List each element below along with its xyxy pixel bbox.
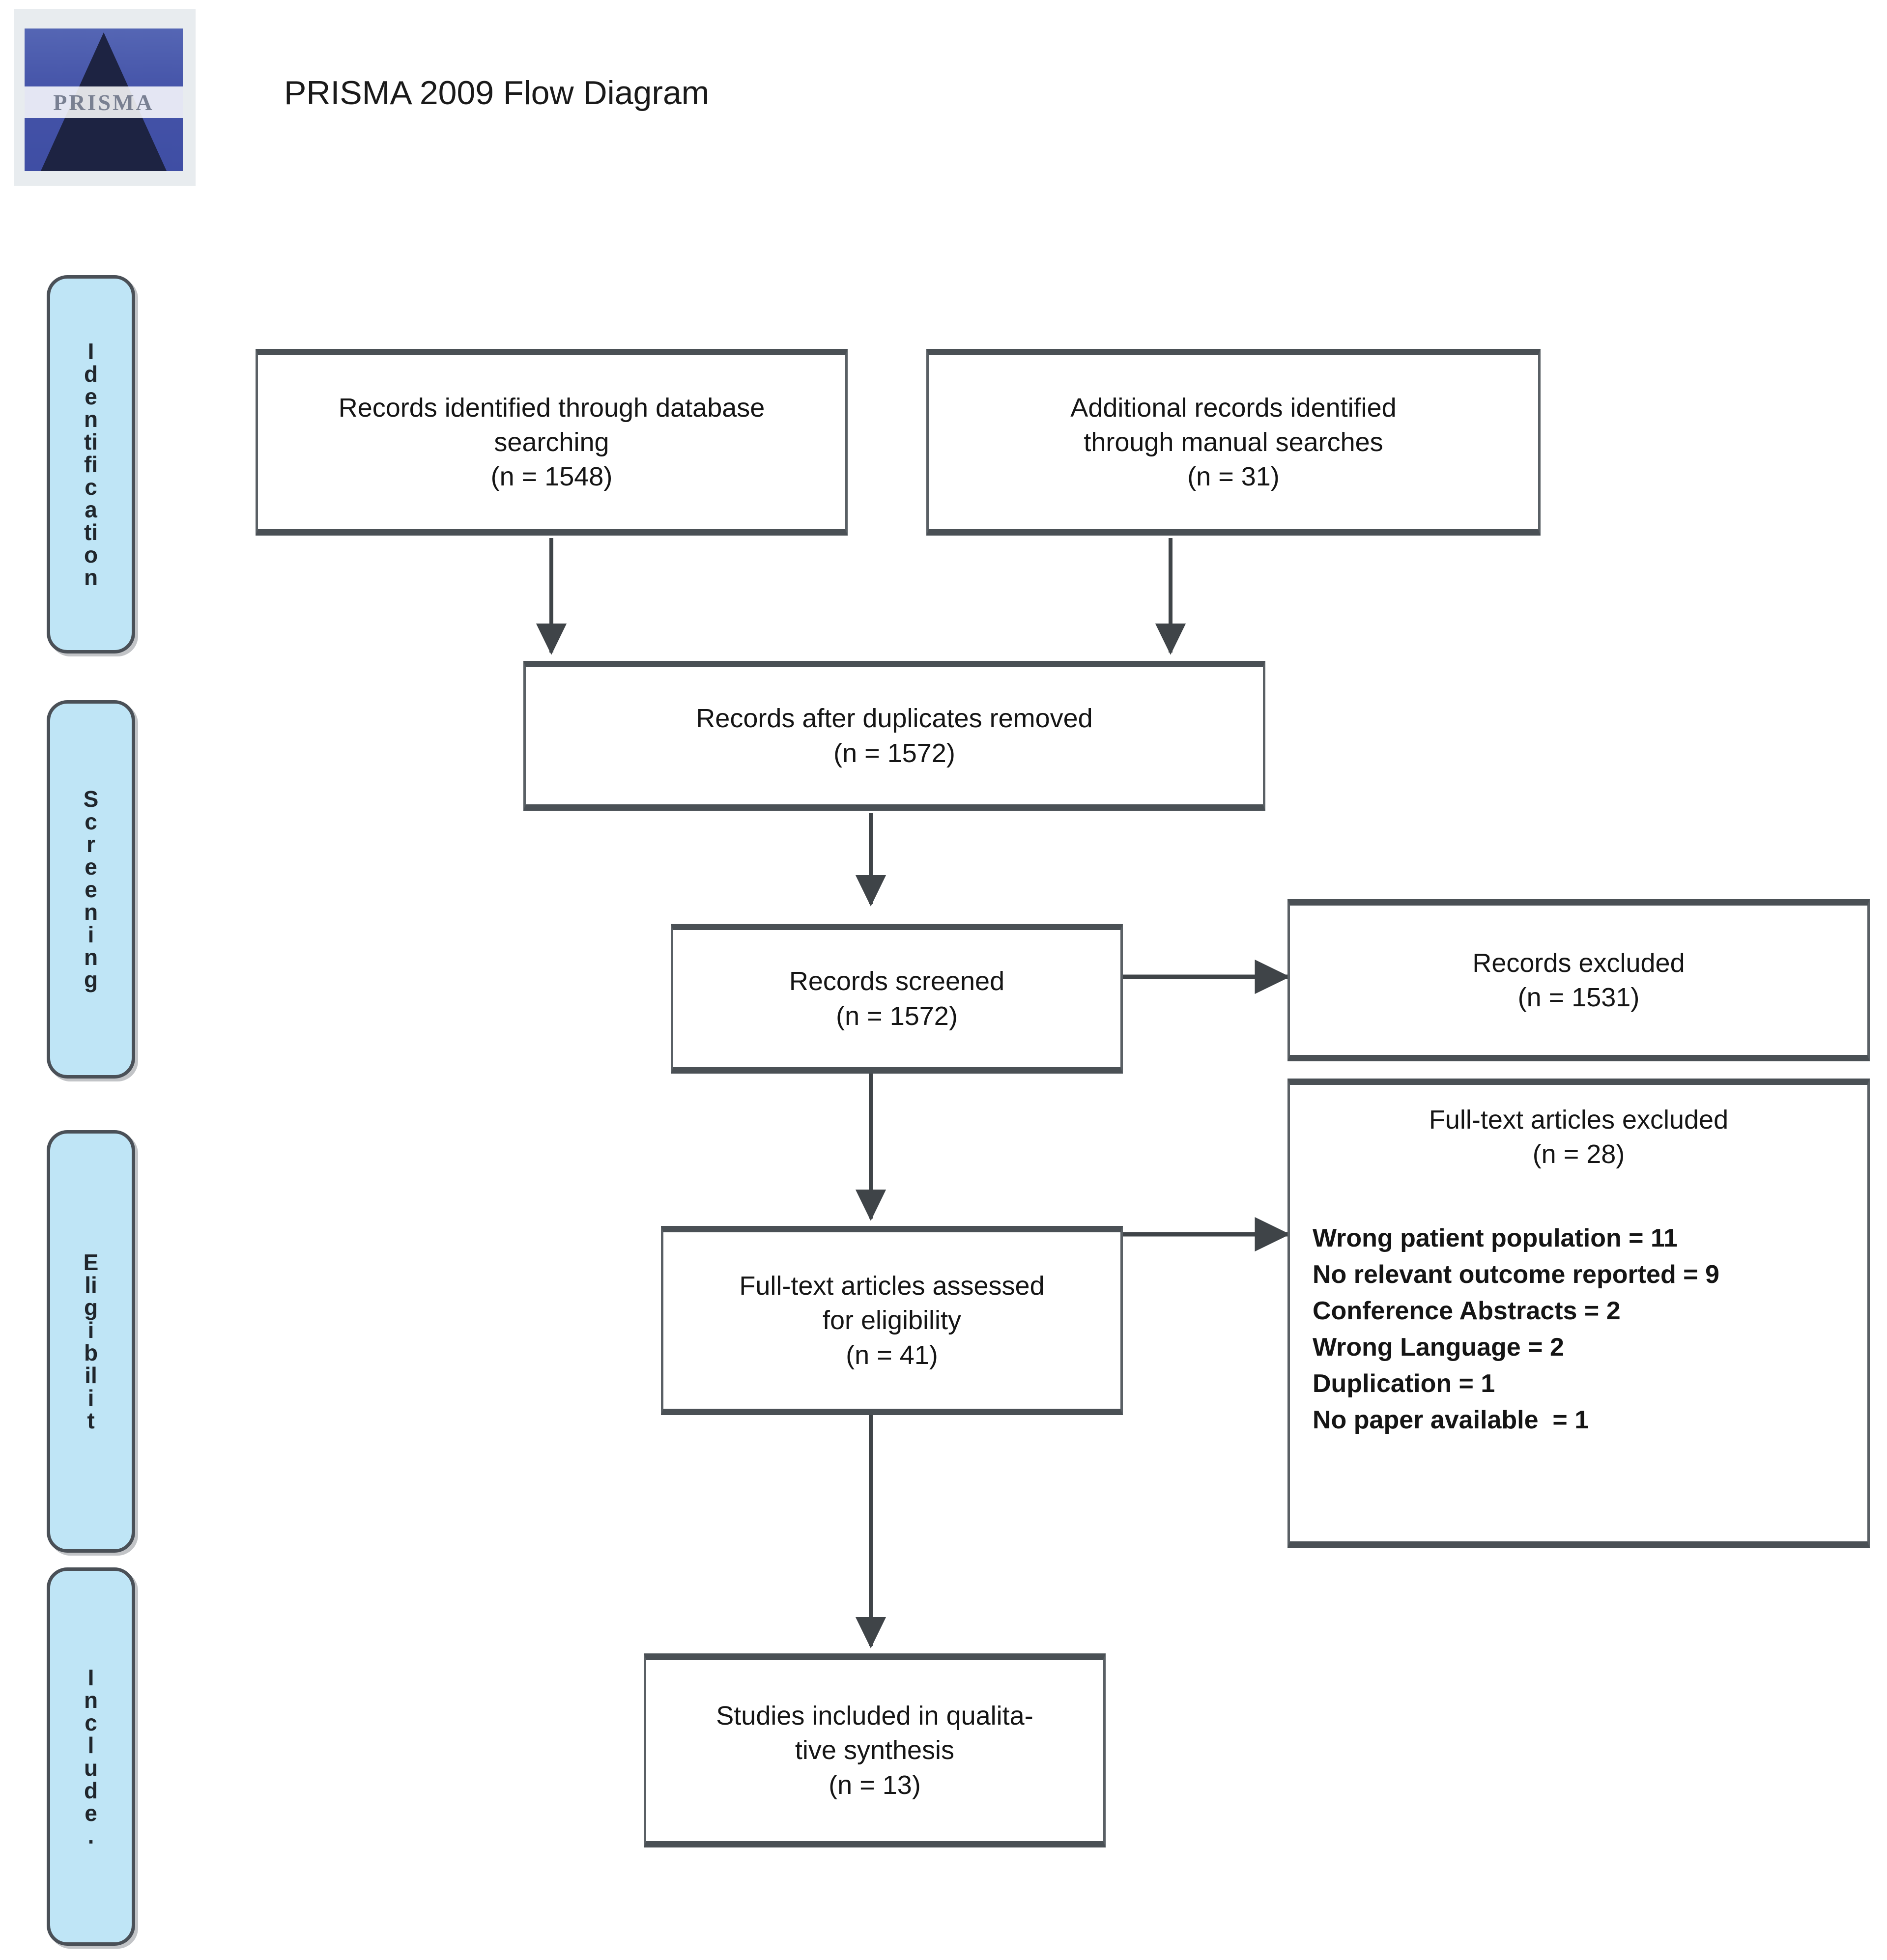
phase-char: t — [87, 1408, 95, 1433]
node-line: Records screened — [789, 966, 1005, 996]
phase-char: e — [85, 384, 97, 409]
node-count: (n = 1572) — [833, 738, 955, 768]
phase-char: g — [84, 967, 98, 993]
node-line: Studies included in qualita- — [716, 1701, 1033, 1731]
phase-char: I — [87, 1665, 94, 1690]
phase-char: e — [85, 1800, 97, 1826]
node-line: Records identified through database — [338, 393, 765, 423]
phase-char: ti — [84, 519, 98, 545]
page-title: PRISMA 2009 Flow Diagram — [284, 74, 710, 112]
phase-char: a — [85, 497, 97, 522]
phase-char: i — [87, 1385, 94, 1411]
prisma-logo-graphic: PRISMA — [25, 28, 183, 171]
phase-char: n — [84, 565, 98, 590]
node-records-screened: Records screened (n = 1572) — [671, 924, 1123, 1074]
phase-char: d — [84, 1778, 98, 1803]
node-additional-records-manual: Additional records identified through ma… — [926, 349, 1541, 536]
phase-char: i — [87, 922, 94, 947]
phase-char: c — [85, 1710, 97, 1735]
phase-char: li — [85, 1272, 97, 1298]
phase-char: n — [84, 899, 98, 925]
phase-char: il — [85, 1363, 97, 1388]
phase-char: c — [85, 809, 97, 834]
phase-char: n — [84, 406, 98, 432]
node-line: tive synthesis — [795, 1735, 955, 1765]
node-line: searching — [494, 427, 609, 457]
node-records-after-duplicates-removed: Records after duplicates removed (n = 15… — [523, 661, 1265, 811]
node-line: through manual searches — [1084, 427, 1383, 457]
exclusion-reason-item: Wrong Language = 2 — [1313, 1333, 1564, 1362]
node-line: Full-text articles assessed — [739, 1271, 1045, 1301]
prisma-logo-band: PRISMA — [25, 86, 183, 118]
node-count: (n = 1531) — [1517, 983, 1640, 1012]
node-records-excluded: Records excluded (n = 1531) — [1287, 899, 1870, 1061]
node-count: (n = 1548) — [490, 462, 613, 492]
fulltext-excluded-heading: Full-text articles excluded (n = 28) — [1290, 1103, 1867, 1171]
node-fulltext-assessed: Full-text articles assessed for eligibil… — [661, 1226, 1123, 1415]
node-count: (n = 28) — [1532, 1139, 1625, 1169]
phase-char: l — [87, 1733, 94, 1758]
node-line: for eligibility — [822, 1306, 962, 1335]
phase-char: n — [84, 944, 98, 970]
node-line: Records after duplicates removed — [696, 704, 1093, 734]
node-line: Additional records identified — [1070, 393, 1397, 423]
phase-char: u — [84, 1755, 98, 1781]
phase-char: e — [85, 854, 97, 880]
phase-char: r — [86, 831, 95, 857]
exclusion-reason-list: Wrong patient population = 11 No relevant… — [1290, 1221, 1867, 1438]
phase-char: E — [83, 1250, 99, 1275]
phase-char: i — [87, 1317, 94, 1343]
phase-char: d — [84, 361, 98, 387]
diagram-header: PRISMA PRISMA 2009 Flow Diagram — [0, 0, 1887, 206]
phase-char: I — [87, 339, 94, 364]
node-studies-included: Studies included in qualita- tive synthe… — [644, 1653, 1106, 1847]
phase-char: g — [84, 1295, 98, 1320]
phase-char: e — [85, 877, 97, 902]
prisma-wordmark: PRISMA — [53, 89, 154, 115]
phase-char: b — [84, 1340, 98, 1365]
phase-char: c — [85, 474, 97, 500]
prisma-logo: PRISMA — [14, 9, 196, 186]
node-count: (n = 31) — [1187, 462, 1280, 492]
node-count: (n = 41) — [846, 1340, 938, 1370]
phase-char: . — [87, 1823, 94, 1848]
exclusion-reason-item: No relevant outcome reported = 9 — [1313, 1260, 1719, 1289]
node-line: Full-text articles excluded — [1429, 1105, 1729, 1135]
exclusion-reason-item: Conference Abstracts = 2 — [1313, 1297, 1621, 1326]
phase-char: ti — [84, 429, 98, 454]
node-count: (n = 13) — [829, 1770, 921, 1800]
node-fulltext-excluded: Full-text articles excluded (n = 28) Wro… — [1287, 1079, 1870, 1548]
node-records-identified-database: Records identified through database sear… — [256, 349, 848, 536]
phase-char: o — [84, 542, 98, 568]
exclusion-reason-item: No paper available = 1 — [1313, 1405, 1589, 1434]
phase-char: S — [83, 786, 99, 812]
node-count: (n = 1572) — [836, 1001, 958, 1031]
exclusion-reason-item: Duplication = 1 — [1313, 1369, 1495, 1398]
phase-char: fi — [84, 452, 98, 477]
phase-char: n — [84, 1687, 98, 1713]
exclusion-reason-item: Wrong patient population = 11 — [1313, 1224, 1678, 1253]
node-line: Records excluded — [1472, 948, 1685, 978]
